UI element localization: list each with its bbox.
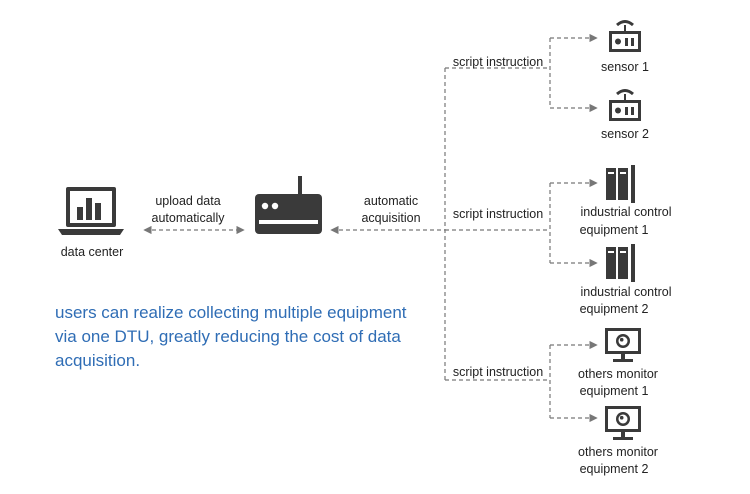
script-instruction-label: script instruction [453, 55, 543, 69]
industrial-1-label-line2: equipment 1 [580, 223, 649, 237]
sensor-icon [607, 89, 643, 123]
upload-label-line2: automatically [152, 211, 226, 225]
note-line2: via one DTU, greatly reducing the cost o… [55, 327, 401, 346]
laptop-chart-icon [58, 187, 124, 235]
acquisition-label-line1: automatic [364, 194, 418, 208]
monitor-1-label-line2: equipment 1 [580, 384, 649, 398]
data-center-label: data center [61, 245, 124, 259]
script-instruction-label: script instruction [453, 207, 543, 221]
note-line3: acquisition. [55, 351, 140, 370]
industrial-2-label-line1: industrial control [580, 285, 671, 299]
industrial-1-label-line1: industrial control [580, 205, 671, 219]
sensor-2-label: sensor 2 [601, 127, 649, 141]
upload-label-line1: upload data [155, 194, 220, 208]
router-icon [255, 176, 322, 234]
industrial-2-label-line2: equipment 2 [580, 302, 649, 316]
monitor-2-label-line2: equipment 2 [580, 462, 649, 476]
script-instruction-label: script instruction [453, 365, 543, 379]
server-rack-icon [606, 165, 635, 203]
monitor-2-label-line1: others monitor [578, 445, 658, 459]
note-line1: users can realize collecting multiple eq… [55, 303, 407, 322]
sensor-1-label: sensor 1 [601, 60, 649, 74]
monitor-1-label-line1: others monitor [578, 367, 658, 381]
monitor-icon [605, 328, 641, 362]
server-rack-icon [606, 244, 635, 282]
connectors [143, 33, 598, 423]
acquisition-label-line2: acquisition [361, 211, 420, 225]
monitor-icon [605, 406, 641, 440]
sensor-icon [607, 20, 643, 54]
